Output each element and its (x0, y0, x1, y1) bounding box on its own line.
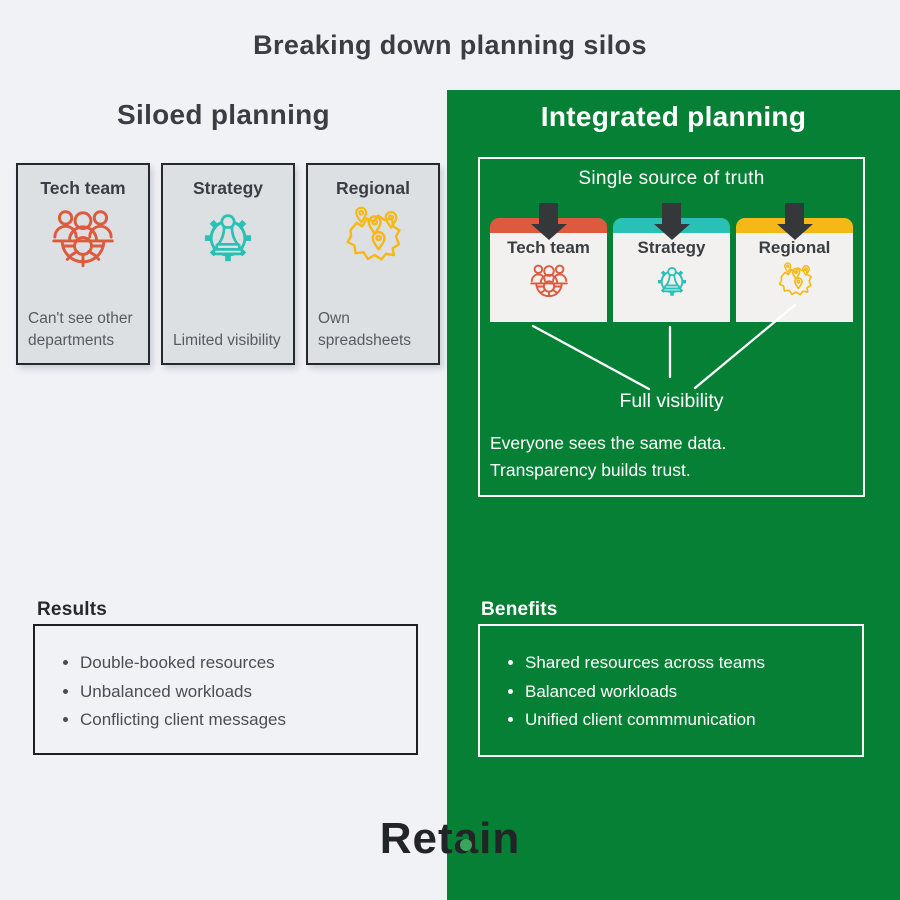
tab-title: Tech team (507, 238, 590, 257)
strategy-icon (650, 259, 694, 303)
map-pins-icon (773, 259, 817, 303)
tab-title: Strategy (637, 238, 706, 257)
card-caption: Can't see other departments (28, 310, 133, 349)
list-item: Double-booked resources (80, 649, 416, 678)
benefits-box: Shared resources across teams Balanced w… (478, 624, 864, 757)
page-title: Breaking down planning silos (253, 30, 647, 60)
single-source-title: Single source of truth (578, 168, 765, 189)
benefits-heading: Benefits (481, 599, 558, 620)
map-pins-icon (337, 201, 409, 273)
benefits-list: Shared resources across teams Balanced w… (480, 649, 862, 735)
logo-text-pre: Ret (379, 814, 454, 863)
retain-logo: Retain (0, 814, 900, 864)
list-item: Unified client commmunication (525, 706, 862, 735)
list-item: Conflicting client messages (80, 706, 416, 735)
card-title: Regional (336, 178, 410, 198)
tab-title: Regional (758, 238, 831, 257)
tab-strategy: Strategy (613, 203, 730, 322)
strategy-icon (192, 201, 264, 273)
team-icon (527, 259, 571, 303)
logo-text-a: a (454, 814, 479, 863)
tab-regional: Regional (736, 203, 853, 322)
down-arrow-icon (776, 203, 813, 240)
siloed-cards-row: Tech team (16, 163, 440, 365)
list-item: Balanced workloads (525, 678, 862, 707)
silo-card-strategy: Strategy (161, 163, 295, 365)
integrated-description: Everyone sees the same data. Transparenc… (490, 430, 726, 484)
card-title: Strategy (192, 178, 264, 198)
single-source-box: Single source of truth Tech team (478, 157, 865, 497)
team-icon (47, 201, 119, 273)
logo-text-post: in (479, 814, 521, 863)
card-caption: Limited visibility (173, 332, 281, 349)
tab-tech-team: Tech team (490, 203, 607, 322)
down-arrow-icon (653, 203, 690, 240)
silo-card-regional: Regional (306, 163, 440, 365)
description-line: Everyone sees the same data. (490, 433, 727, 453)
full-visibility-label: Full visibility (619, 390, 724, 412)
integrated-tabs-row: Tech team (490, 203, 853, 322)
card-title: Tech team (40, 178, 126, 198)
results-list: Double-booked resources Unbalanced workl… (35, 649, 416, 735)
results-heading: Results (37, 599, 108, 620)
siloed-planning-heading: Siloed planning (117, 99, 330, 130)
silo-card-tech-team: Tech team (16, 163, 150, 365)
list-item: Shared resources across teams (525, 649, 862, 678)
logo-dot-icon (460, 839, 473, 851)
card-caption: Own spreadsheets (318, 310, 412, 349)
description-line: Transparency builds trust. (490, 460, 691, 480)
results-box: Double-booked resources Unbalanced workl… (33, 624, 418, 755)
integrated-planning-heading: Integrated planning (540, 101, 807, 132)
list-item: Unbalanced workloads (80, 678, 416, 707)
down-arrow-icon (530, 203, 567, 240)
